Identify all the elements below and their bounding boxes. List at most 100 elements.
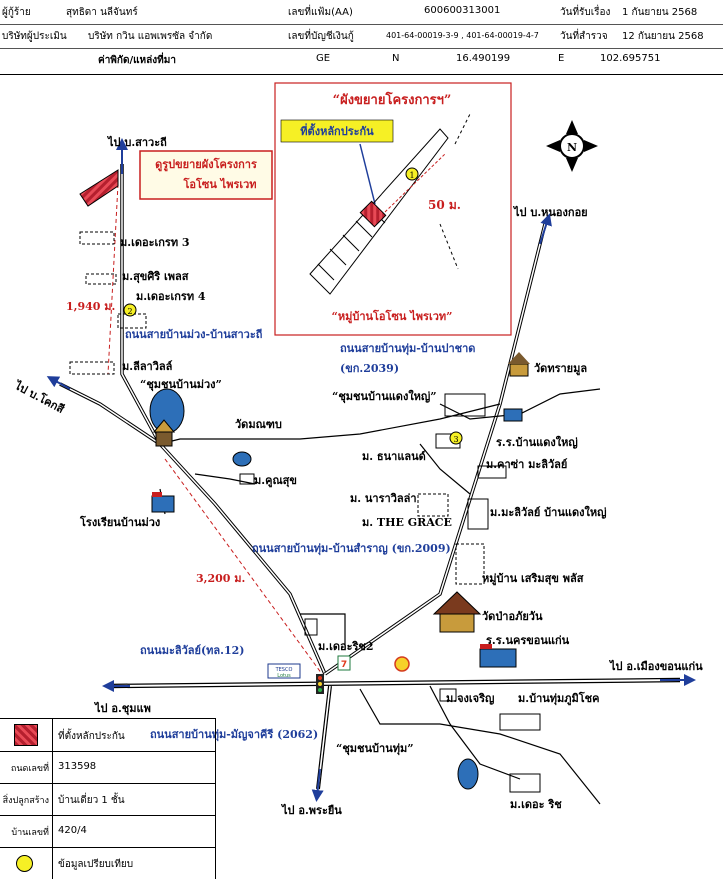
tesco-lotus-icon: TESCO Lotus [267, 663, 301, 679]
legend-house-row: บ้านเลขที่ 420/4 [0, 815, 215, 848]
distance-line-3200 [164, 458, 323, 675]
place-khunsuk: ม.คูณสุข [254, 474, 297, 488]
lake-tum [457, 758, 479, 790]
road-label-maliwan: ถนนมะลิวัลย์(ทล.12) [140, 644, 245, 657]
distance-1940: 1,940 ม. [66, 300, 115, 313]
block-suksiri [85, 273, 117, 285]
header-row-3: ค่าพิกัด/แหล่งที่มา GE N 16.490199 E 102… [0, 48, 723, 72]
shell-station-icon [394, 656, 410, 672]
north-arrow: N [546, 120, 598, 172]
place-wat-manchap: วัดมณฑบ [235, 418, 282, 431]
place-chumchon-tum: “ชุมชนบ้านทุ่ม” [336, 742, 414, 756]
company-label: บริษัทผู้ประเมิน [2, 31, 67, 42]
legend-building-value: บ้านเดี่ยว 1 ชั้น [58, 795, 125, 806]
owner-label: ผู้กู้ร้าย [2, 7, 31, 18]
distance-line-1940 [107, 183, 119, 375]
report-header: ผู้กู้ร้าย สุทธิดา นลีจันทร์ เลขที่แฟ้ม(… [0, 0, 723, 75]
place-maliwan-daeng: ม.มะลิวัลย์ บ้านแดงใหญ่ [490, 505, 606, 519]
coord-source: GE [316, 53, 331, 64]
legend-house-value: 420/4 [58, 825, 87, 836]
place-soemsuk-plus: หมู่บ้าน เสริมสุข พลัส [482, 572, 584, 586]
block-therich [509, 773, 541, 793]
callout-line-2: โอโซน ไพรเวท [182, 177, 256, 191]
road-label-muang-sawathi: ถนนสายบ้านม่วง-บ้านสาวะถี [125, 328, 263, 341]
place-wat-saimun: วัดทรายมูล [534, 362, 587, 376]
block-khunsuk [239, 473, 255, 485]
place-the-rich2: ม.เดอะริช2 [318, 640, 374, 653]
legend-building-key: สิ่งปลูกสร้าง [2, 796, 49, 806]
legend-deed-value: 313598 [58, 761, 97, 772]
north-letter: N [567, 141, 577, 154]
legend-pin-label: ที่ตั้งหลักประกัน [58, 731, 125, 742]
tesco-sub: Lotus [277, 673, 291, 679]
seven-eleven-icon: 7 [337, 655, 351, 671]
comparison-circle-icon [16, 855, 33, 872]
legend-compare-row: ข้อมูลเปรียบเทียบ [0, 847, 215, 879]
road-label-tum-pachat: ถนนสายบ้านทุ่ม-บ้านปาชาด [340, 342, 475, 356]
school-muang-icon [151, 492, 175, 513]
callout-line-1: ดูรูปขยายผังโครงการ [155, 157, 257, 172]
block-rich2 [304, 618, 318, 636]
file-label: เลขที่แฟ้ม(AA) [288, 7, 353, 18]
school-khonkaen-icon [479, 644, 517, 668]
place-school-khonkaen: ร.ร.นครขอนแก่น [486, 634, 570, 647]
place-chongcharoen: ม.จงเจริญ [446, 692, 494, 705]
block-daeng [444, 393, 486, 417]
received-label: วันที่รับเรื่อง [560, 7, 611, 18]
distance-lines [107, 183, 323, 675]
owner-value: สุทธิดา นลีจันทร์ [66, 7, 138, 18]
legend-compare-label: ข้อมูลเปรียบเทียบ [58, 859, 134, 870]
survey-value: 12 กันยายน 2568 [622, 31, 704, 42]
temple-saimun-icon [508, 352, 530, 377]
inset-distance: 50 ม. [428, 198, 461, 212]
place-nara-villa: ม. นาราวิลล่า [350, 492, 417, 505]
legend-house-key: บ้านเลขที่ [11, 828, 49, 838]
block-greet3 [79, 231, 115, 245]
traffic-light-icon [316, 674, 324, 694]
property-pin-map [79, 169, 119, 207]
block-tum-phumi [499, 713, 541, 731]
inset-pin [359, 200, 387, 228]
place-school-daeng: ร.ร.บ้านแดงใหญ่ [496, 435, 578, 449]
svg-text:2: 2 [127, 307, 132, 316]
place-the-rich: ม.เดอะ ริช [510, 798, 562, 811]
temple-paphaiwan-icon [432, 591, 482, 633]
road-label-tum-samran: ถนนสายบ้านทุ่ม-บ้านสำราญ (ขก.2009) [252, 542, 451, 556]
coord-label: ค่าพิกัด/แหล่งที่มา [98, 55, 176, 66]
legend-deed-row: ถนดเลขที่ 313598 [0, 751, 215, 784]
inset-pin-label: ที่ตั้งหลักประกัน [300, 123, 374, 138]
inset-village: “หมู่บ้านโอโซน ไพรเวท” [332, 309, 453, 324]
legend-table: ที่ตั้งหลักประกัน ถนดเลขที่ 313598 สิ่งป… [0, 718, 216, 879]
road-rich2 [300, 613, 346, 649]
company-value: บริษัท กวิน แอพเพรซัล จำกัด [88, 31, 213, 42]
dest-nongkoi: ไป บ.หนองกอย [512, 205, 588, 219]
place-liravil: ม.ลีลาวิลล์ [122, 360, 173, 373]
place-chumchon-muang: “ชุมชนบ้านม่วง” [140, 378, 222, 392]
svg-text:3: 3 [453, 435, 458, 444]
place-wat-paphaiwan: วัดป่าอภัยวัน [482, 610, 543, 623]
block-casa [477, 465, 507, 479]
east-value: 102.695751 [600, 53, 661, 64]
account-label: เลขที่บัญชีเงินกู้ [288, 31, 354, 42]
inset-marker-no: 1 [409, 171, 414, 180]
block-liravil [69, 361, 115, 375]
north-value: 16.490199 [456, 53, 511, 64]
block-soemsuk [455, 543, 485, 585]
header-row-1: ผู้กู้ร้าย สุทธิดา นลีจันทร์ เลขที่แฟ้ม(… [0, 0, 723, 25]
inset-plot-outline [309, 128, 449, 295]
road-khunsuk [194, 473, 256, 485]
header-row-2: บริษัทผู้ประเมิน บริษัท กวิน แอพเพรซัล จ… [0, 24, 723, 49]
place-greet4: ม.เดอะเกรท 4 [136, 290, 206, 303]
road-thana [419, 443, 471, 495]
distance-3200: 3,200 ม. [196, 572, 245, 585]
dest-khonkaen: ไป อ.เมืองขอนแก่น [608, 659, 703, 673]
block-chong [439, 688, 457, 702]
survey-label: วันที่สำรวจ [560, 31, 608, 42]
place-chumchon-daeng: “ชุมชนบ้านแดงใหญ่” [332, 389, 437, 404]
road-south-loop [359, 688, 601, 805]
road-label-tum-pachat-code: (ขก.2039) [340, 362, 399, 375]
inset-title: “ผังขยายโครงการฯ” [333, 91, 452, 108]
place-rongrian-muang: โรงเรียนบ้านม่วง [79, 515, 160, 529]
block-nara [417, 493, 449, 517]
legend-pin-key [0, 719, 53, 751]
